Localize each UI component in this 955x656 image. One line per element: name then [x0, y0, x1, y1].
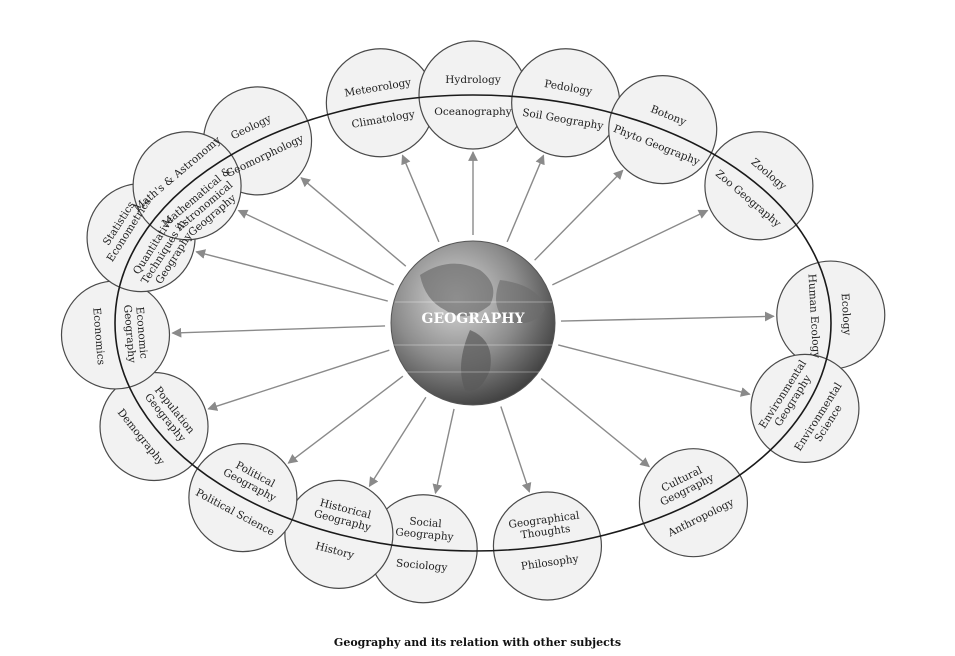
relation-diagram: GeologyGeomorphologyMeteorologyClimatolo…	[60, 40, 886, 604]
outer-label-line: Sociology	[396, 557, 448, 574]
relation-arrow-zoology	[552, 209, 709, 286]
outer-label-economics: Economics	[90, 307, 107, 365]
outer-label-line: Economics	[90, 307, 107, 365]
inner-label-line: Social	[409, 515, 443, 530]
relation-arrow-geology	[300, 177, 407, 267]
inner-label-line: Economic	[133, 306, 149, 359]
relation-arrow-polsci	[287, 375, 404, 464]
connection-ellipse	[114, 94, 832, 552]
relation-arrow-economics	[171, 325, 386, 338]
relation-arrow-philosophy	[500, 406, 532, 493]
inner-label-ecology: Human Ecology	[806, 273, 823, 358]
outer-label-line: Hydrology	[445, 74, 501, 86]
inner-label-line: Geography	[395, 526, 454, 543]
relation-arrow-anthropology	[540, 378, 650, 468]
relation-arrow-maths	[237, 209, 394, 286]
relation-arrow-meteorology	[401, 154, 440, 243]
relation-arrow-botany	[534, 169, 624, 261]
outer-label-hydrology: Hydrology	[445, 74, 501, 86]
center-label: GEOGRAPHY	[421, 311, 525, 327]
inner-label-line: Oceanography	[434, 106, 512, 118]
inner-label-line: Geography	[121, 304, 138, 363]
outer-label-ecology: Ecology	[839, 293, 853, 336]
outer-label-sociology: Sociology	[396, 557, 448, 574]
relation-arrow-history	[368, 396, 427, 488]
relation-arrow-ecology	[560, 311, 775, 322]
relation-arrow-envsci	[558, 344, 751, 397]
inner-label-line: Human Ecology	[806, 273, 823, 358]
relation-arrow-sociology	[432, 408, 455, 495]
inner-label-hydrology: Oceanography	[434, 106, 512, 118]
relation-arrow-statistics	[195, 249, 388, 302]
outer-label-line: Ecology	[839, 293, 853, 336]
globe-icon: GEOGRAPHY	[390, 240, 556, 406]
relation-arrow-demography	[207, 349, 390, 411]
diagram-caption: Geography and its relation with other su…	[333, 636, 622, 649]
relation-arrow-pedology	[506, 154, 545, 243]
